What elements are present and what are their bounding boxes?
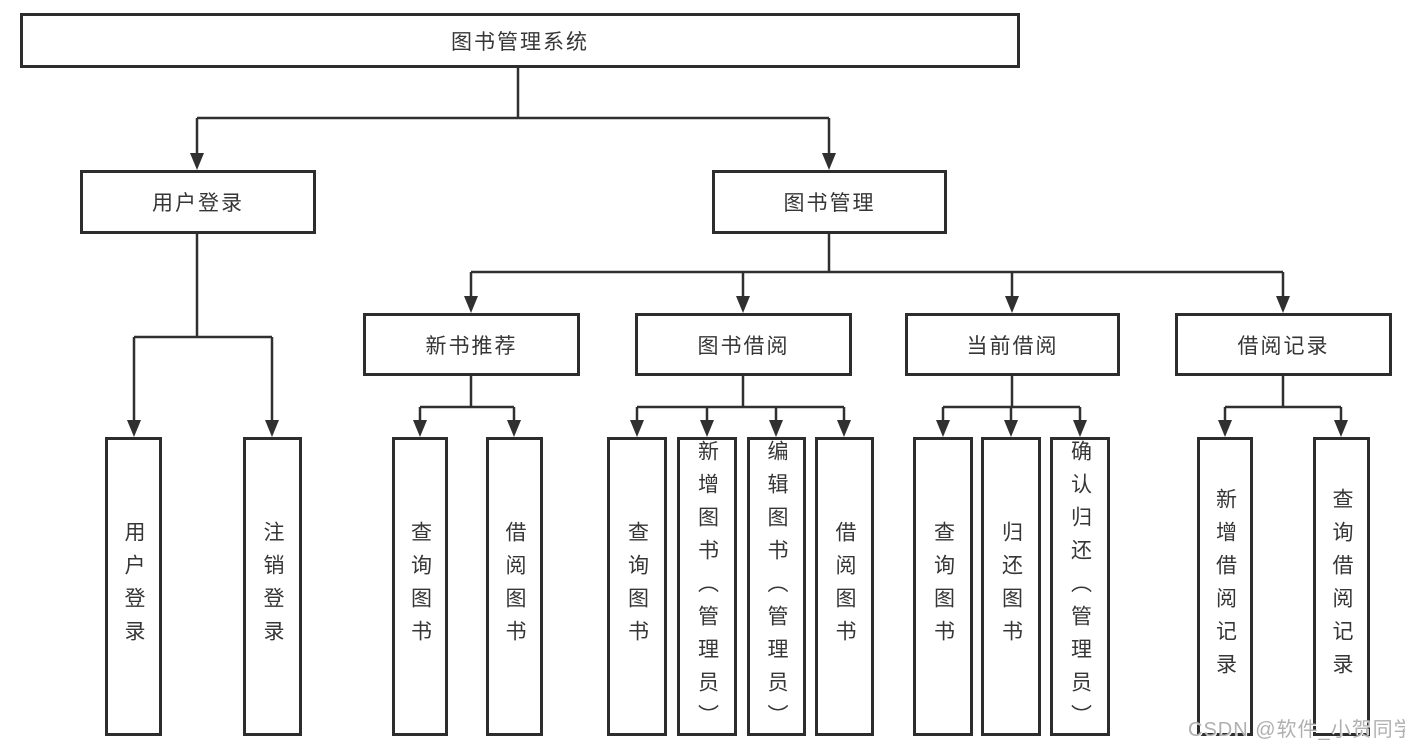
arrow-down-icon <box>265 420 279 437</box>
node-leaf-user-login: 用户登录 <box>105 437 162 736</box>
node-root: 图书管理系统 <box>20 13 1020 68</box>
node-book-management: 图书管理 <box>712 170 947 234</box>
node-label: 新增图书（管理员） <box>695 440 719 737</box>
connector-current-borrowing <box>936 376 1087 437</box>
node-label: 用户登录 <box>122 520 145 653</box>
node-label: 注销登录 <box>261 520 284 653</box>
node-label: 图书借阅 <box>697 334 790 358</box>
node-leaf-logout: 注销登录 <box>243 437 302 736</box>
arrow-down-icon <box>190 153 204 170</box>
arrow-down-icon <box>507 420 521 437</box>
node-borrowing-records: 借阅记录 <box>1175 313 1392 376</box>
node-label: 新书推荐 <box>425 334 518 358</box>
node-label: 归还图书 <box>999 520 1023 653</box>
node-label: 确认归还（管理员） <box>1068 440 1092 737</box>
node-new-book-recommend: 新书推荐 <box>363 313 580 376</box>
node-leaf-confirm-return-admin: 确认归还（管理员） <box>1050 437 1110 737</box>
arrow-down-icon <box>464 296 478 313</box>
node-label: 借阅图书 <box>503 520 526 653</box>
arrow-down-icon <box>413 420 427 437</box>
node-leaf-query-borrow-record: 查询借阅记录 <box>1313 437 1370 736</box>
node-label: 图书管理系统 <box>451 30 589 54</box>
node-label: 新增借阅记录 <box>1213 487 1237 686</box>
arrow-down-icon <box>1218 420 1232 437</box>
arrow-down-icon <box>769 420 783 437</box>
arrow-down-icon <box>127 420 141 437</box>
arrow-down-icon <box>1276 296 1290 313</box>
node-label: 编辑图书（管理员） <box>765 440 788 737</box>
node-leaf-edit-books-admin: 编辑图书（管理员） <box>747 437 806 737</box>
arrow-down-icon <box>736 296 750 313</box>
csdn-watermark: CSDN @软件_小贺同学 <box>1188 719 1405 741</box>
node-current-borrowing: 当前借阅 <box>905 313 1120 376</box>
arrow-down-icon <box>630 420 644 437</box>
node-label: 借阅图书 <box>833 520 856 653</box>
node-leaf-query-books-borrowing: 查询图书 <box>607 437 667 736</box>
arrow-down-icon <box>1073 420 1087 437</box>
node-leaf-query-books-current: 查询图书 <box>913 437 973 736</box>
node-leaf-return-books: 归还图书 <box>981 437 1041 736</box>
node-leaf-borrow-books-recommend: 借阅图书 <box>486 437 543 736</box>
connector-user-login <box>127 234 279 437</box>
node-label: 用户登录 <box>152 192 244 215</box>
node-leaf-add-borrow-record: 新增借阅记录 <box>1197 437 1253 736</box>
node-user-login: 用户登录 <box>80 170 316 234</box>
connector-borrowing-records <box>1218 376 1348 437</box>
arrow-down-icon <box>822 153 836 170</box>
arrow-down-icon <box>837 420 851 437</box>
arrow-down-icon <box>1334 420 1348 437</box>
node-label: 图书管理 <box>783 192 876 215</box>
arrow-down-icon <box>1004 420 1018 437</box>
node-leaf-borrow-books: 借阅图书 <box>815 437 874 736</box>
node-label: 借阅记录 <box>1237 334 1330 358</box>
node-book-borrowing: 图书借阅 <box>635 313 852 376</box>
connector-new-book-recommend <box>413 376 521 437</box>
arrow-down-icon <box>936 420 950 437</box>
node-leaf-add-books-admin: 新增图书（管理员） <box>677 437 737 737</box>
arrow-down-icon <box>700 420 714 437</box>
node-label: 查询图书 <box>931 520 955 653</box>
node-label: 查询借阅记录 <box>1330 487 1353 686</box>
arrow-down-icon <box>1005 296 1019 313</box>
connector-book-management <box>464 234 1290 313</box>
node-label: 查询图书 <box>625 520 649 653</box>
node-leaf-query-books-recommend: 查询图书 <box>392 437 448 736</box>
connector-root <box>190 68 836 170</box>
node-label: 查询图书 <box>408 520 432 653</box>
node-label: 当前借阅 <box>966 334 1059 358</box>
connector-book-borrowing <box>630 376 851 437</box>
